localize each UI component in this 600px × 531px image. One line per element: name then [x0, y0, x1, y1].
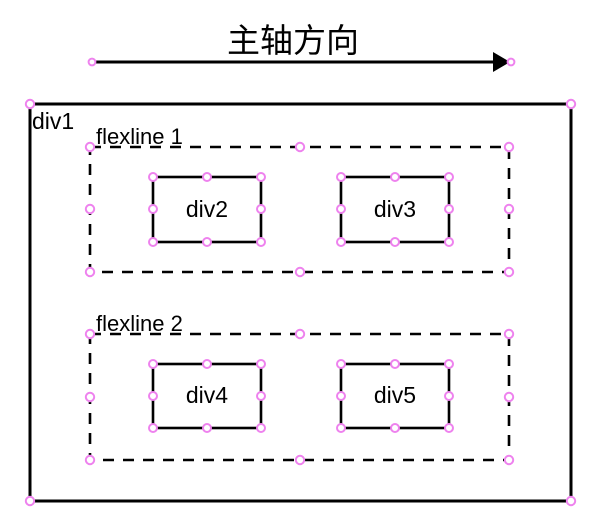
item-div2-label: div2	[185, 196, 229, 222]
marker-div2-tl	[148, 172, 158, 182]
marker-div5-tm	[390, 359, 400, 369]
item-div5-box	[336, 359, 454, 433]
marker-flexline2-tr	[503, 328, 515, 340]
marker-div5-bm	[390, 423, 400, 433]
marker-div4-ml	[148, 391, 158, 401]
marker-div4-mr	[256, 391, 266, 401]
marker-div2-br	[256, 237, 266, 247]
item-div4-label: div4	[185, 382, 229, 408]
marker-flexline2-mr	[503, 391, 515, 403]
main-axis-title: 主轴方向	[227, 22, 359, 59]
marker-div2-bm	[202, 237, 212, 247]
marker-div1-tr	[565, 98, 577, 110]
marker-flexline2-bm	[294, 454, 306, 466]
container-div1-rect	[28, 102, 573, 503]
marker-div3-ml	[336, 204, 346, 214]
flexline-2-box	[84, 328, 515, 466]
marker-div2-ml	[148, 204, 158, 214]
marker-axis-end	[506, 57, 516, 67]
marker-div1-bl	[24, 495, 36, 507]
marker-div2-tr	[256, 172, 266, 182]
main-axis-arrowhead	[493, 52, 510, 72]
item-div2-box	[148, 172, 266, 247]
marker-div5-ml	[336, 391, 346, 401]
marker-flexline2-ml	[84, 391, 96, 403]
marker-div3-bl	[336, 237, 346, 247]
marker-div1-br	[565, 495, 577, 507]
marker-div4-tr	[256, 359, 266, 369]
marker-div4-tl	[148, 359, 158, 369]
item-div5-label: div5	[373, 382, 417, 408]
marker-flexline2-br	[503, 454, 515, 466]
marker-div5-br	[444, 423, 454, 433]
flexline-2-label: flexline 2	[96, 311, 183, 336]
marker-flexline1-bl	[84, 266, 96, 278]
main-axis-arrow	[87, 52, 516, 72]
marker-flexline2-tm	[294, 328, 306, 340]
marker-div4-tm	[202, 359, 212, 369]
marker-div3-tl	[336, 172, 346, 182]
marker-div2-mr	[256, 204, 266, 214]
marker-div3-bm	[390, 237, 400, 247]
marker-flexline2-tl	[84, 328, 96, 340]
marker-flexline1-tr	[503, 141, 515, 153]
marker-div5-tr	[444, 359, 454, 369]
item-div3-label: div3	[373, 196, 417, 222]
marker-div4-bm	[202, 423, 212, 433]
marker-div3-mr	[444, 204, 454, 214]
marker-div3-tr	[444, 172, 454, 182]
marker-div2-tm	[202, 172, 212, 182]
flexline-1-label: flexline 1	[96, 124, 183, 149]
marker-flexline1-ml	[84, 203, 96, 215]
marker-div5-bl	[336, 423, 346, 433]
flexline-1-box	[84, 141, 515, 278]
marker-div2-bl	[148, 237, 158, 247]
marker-axis-start	[87, 57, 97, 67]
container-div1-box	[24, 98, 577, 507]
container-div1-label: div1	[32, 108, 75, 134]
marker-div4-bl	[148, 423, 158, 433]
marker-flexline1-br	[503, 266, 515, 278]
marker-flexline1-tm	[294, 141, 306, 153]
marker-div3-tm	[390, 172, 400, 182]
marker-div5-tl	[336, 359, 346, 369]
item-div3-box	[336, 172, 454, 247]
marker-flexline1-bm	[294, 266, 306, 278]
marker-div5-mr	[444, 391, 454, 401]
marker-div1-tl	[24, 98, 36, 110]
marker-div4-br	[256, 423, 266, 433]
marker-flexline2-bl	[84, 454, 96, 466]
marker-flexline1-mr	[503, 203, 515, 215]
item-div4-box	[148, 359, 266, 433]
marker-div3-br	[444, 237, 454, 247]
marker-flexline1-tl	[84, 141, 96, 153]
